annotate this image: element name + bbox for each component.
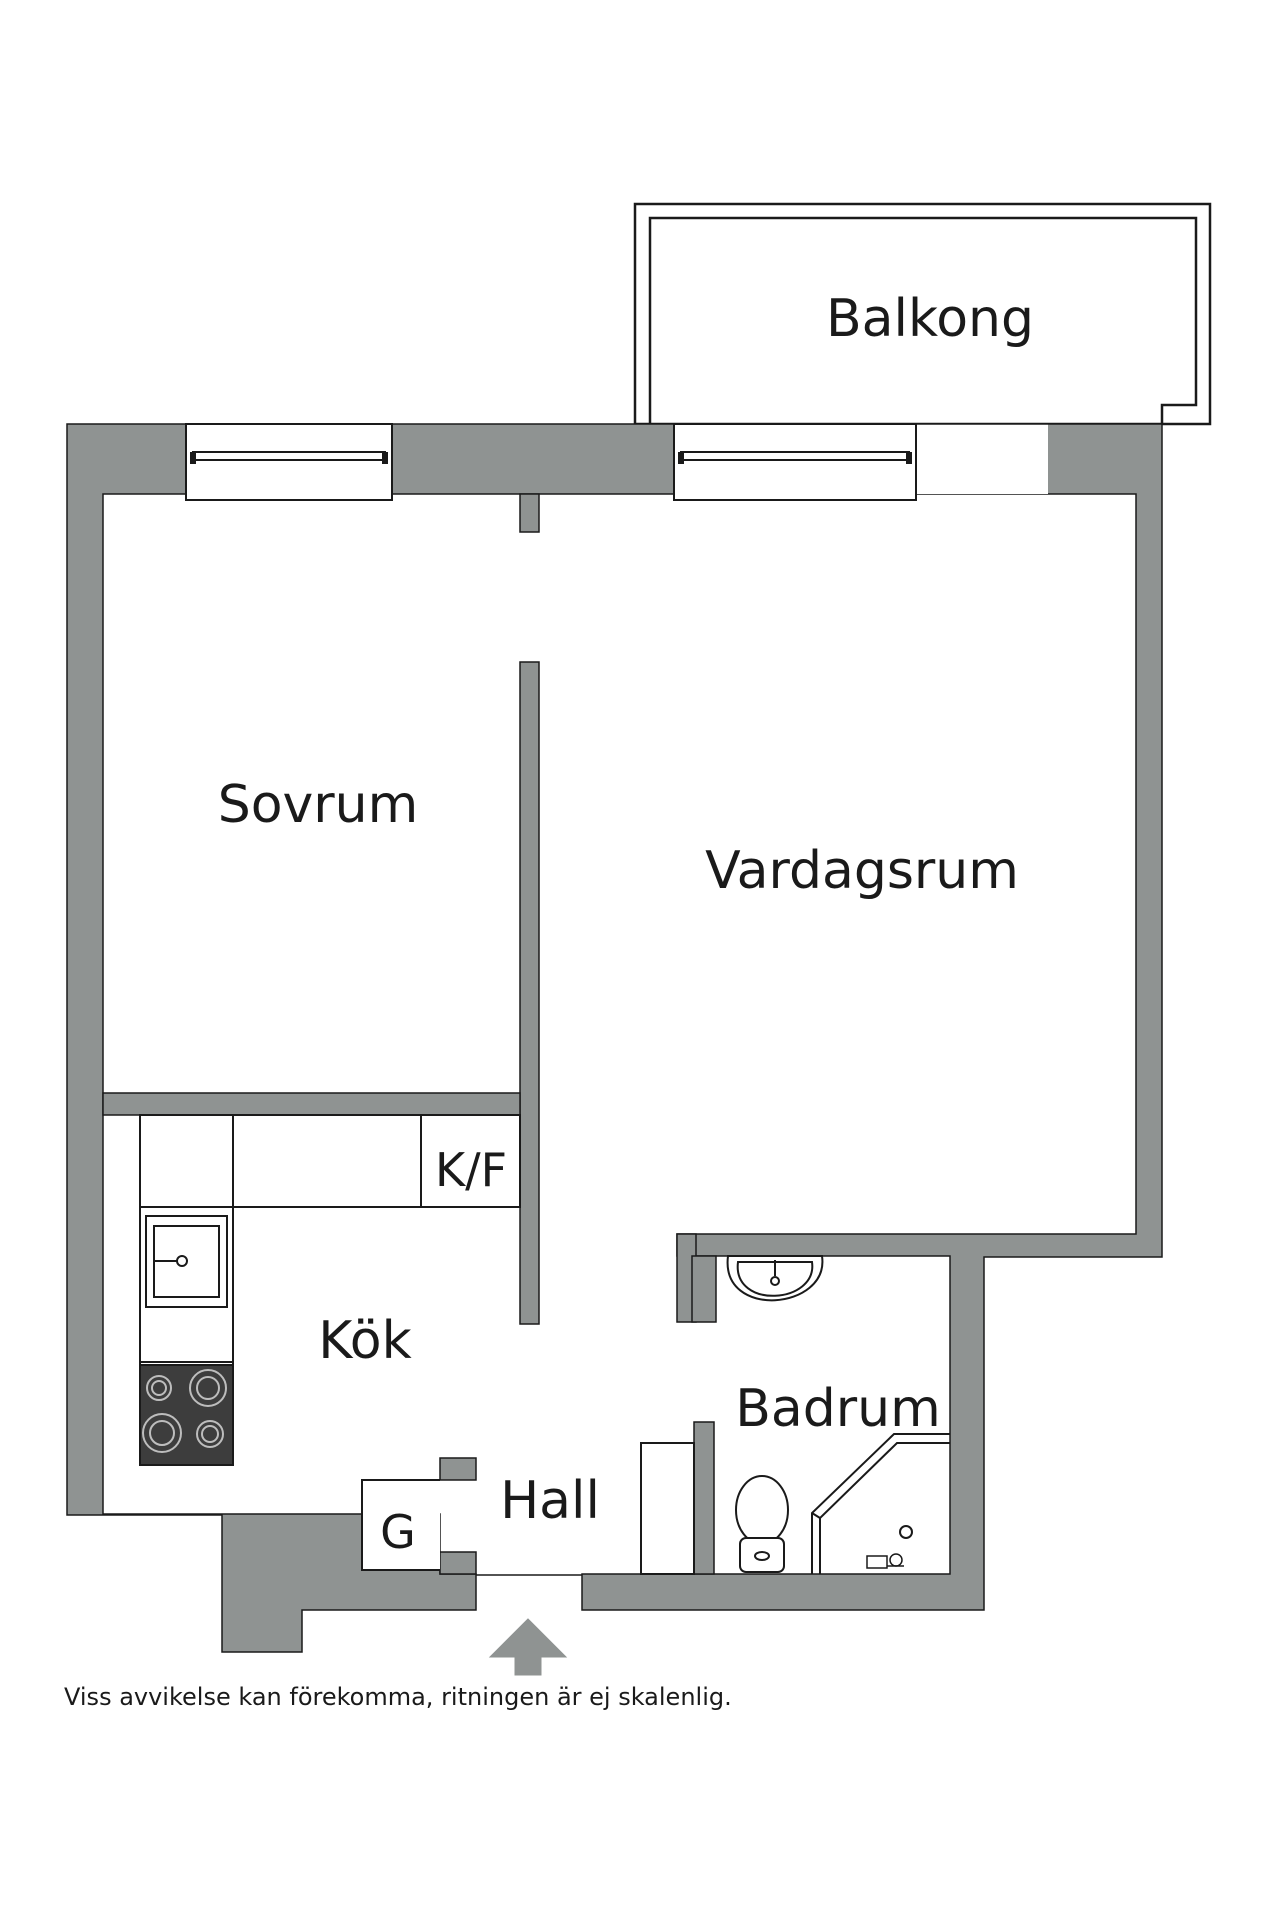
room-label-kf: K/F: [435, 1143, 507, 1197]
room-label-sovrum: Sovrum: [218, 775, 419, 835]
g-closet: [361, 1479, 440, 1571]
hall-wardrobe: [640, 1442, 695, 1575]
disclaimer-text: Viss avvikelse kan förekomma, ritningen …: [64, 1683, 732, 1711]
room-label-hall: Hall: [500, 1471, 600, 1531]
balcony: [633, 202, 1212, 426]
shower-icon: [811, 1433, 950, 1574]
room-label-balkong: Balkong: [826, 289, 1034, 349]
sink-icon: [145, 1215, 228, 1308]
window-sovrum: [185, 423, 393, 501]
balcony-door-gap: [916, 424, 1048, 494]
washbasin-icon: [726, 1255, 824, 1302]
room-label-badrum: Badrum: [735, 1379, 941, 1439]
interior-walls: [102, 493, 717, 1575]
window-vardagsrum: [673, 423, 917, 501]
outer-walls: [66, 423, 1163, 1653]
room-label-g: G: [380, 1505, 416, 1559]
arrow-up-icon: [488, 1618, 568, 1676]
room-label-kok: Kök: [318, 1311, 411, 1371]
toilet-icon: [735, 1475, 789, 1573]
room-label-vardagsrum: Vardagsrum: [705, 841, 1019, 901]
stove-icon: [139, 1364, 234, 1466]
kitchen-counter: [139, 1114, 521, 1466]
